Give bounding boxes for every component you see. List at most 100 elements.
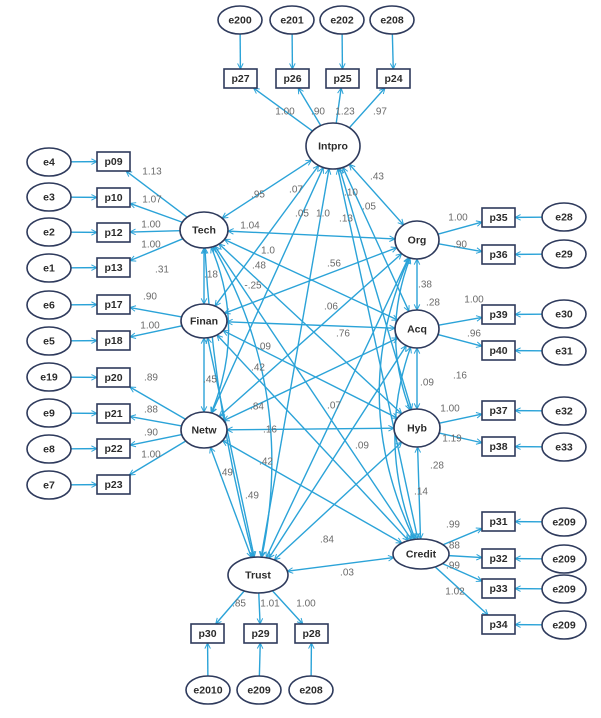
indicator-box — [96, 330, 131, 351]
error-term-p31: e209 — [541, 507, 587, 537]
loading-value-p21: .88 — [144, 405, 158, 416]
error-oval — [26, 362, 72, 392]
loading-value-p27: 1.00 — [275, 107, 295, 118]
indicator-label: p34 — [489, 619, 507, 631]
covariance-path-hyb-trust — [274, 442, 401, 560]
error-path-p29 — [259, 643, 260, 677]
loading-value-p18: 1.00 — [140, 321, 160, 332]
indicator-p26: p26 — [275, 68, 310, 89]
indicator-box — [481, 340, 516, 361]
loading-value-p28: 1.00 — [296, 599, 316, 610]
covariance-path-intpro-netw — [212, 167, 324, 413]
loading-path-trust-p29 — [259, 592, 260, 624]
latent-credit: Credit — [392, 538, 450, 570]
indicator-label: p37 — [489, 405, 507, 417]
error-oval — [26, 398, 72, 428]
indicator-box — [481, 304, 516, 325]
error-term-p20: e19 — [26, 362, 72, 392]
loading-value-p24: .97 — [373, 107, 387, 118]
loading-value-p12: 1.00 — [141, 220, 161, 231]
loading-path-credit-p33 — [442, 562, 482, 582]
error-oval — [26, 217, 72, 247]
error-oval — [541, 239, 587, 269]
loading-path-acq-p40 — [437, 333, 482, 347]
latent-oval — [227, 556, 289, 594]
covariance-value-org-credit: .16 — [453, 371, 467, 382]
error-oval — [26, 326, 72, 356]
latent-label: Acq — [407, 324, 427, 336]
error-oval — [369, 5, 415, 35]
indicator-p20: p20 — [96, 367, 131, 388]
error-oval — [26, 290, 72, 320]
covariance-path-netw-trust — [210, 447, 251, 557]
indicator-box — [96, 367, 131, 388]
error-label: e4 — [43, 157, 55, 169]
indicator-label: p33 — [489, 583, 507, 595]
loading-path-org-p36 — [438, 243, 482, 252]
indicator-label: p10 — [104, 192, 122, 204]
loading-path-intpro-p24 — [348, 88, 385, 129]
covariance-value-tech-credit: -.25 — [244, 281, 262, 292]
latent-label: Org — [408, 235, 427, 247]
covariance-path-credit-trust — [287, 558, 393, 572]
latent-label: Netw — [191, 425, 217, 437]
indicator-label: p23 — [104, 479, 122, 491]
indicator-label: p30 — [198, 628, 216, 640]
loading-value-p23: 1.00 — [141, 450, 161, 461]
loading-path-netw-p21 — [130, 417, 182, 427]
indicator-box — [275, 68, 310, 89]
loading-path-intpro-p26 — [297, 88, 322, 126]
covariance-value-finan-hyb: .09 — [257, 342, 271, 353]
error-label: e202 — [330, 15, 354, 27]
error-term-p09: e4 — [26, 147, 72, 177]
loading-value-p30: .85 — [232, 599, 246, 610]
indicator-box — [481, 244, 516, 265]
loading-path-hyb-p38 — [439, 432, 482, 443]
covariance-value-tech-org: 1.04 — [240, 221, 260, 232]
latent-oval — [393, 408, 441, 448]
error-oval — [217, 5, 263, 35]
error-oval — [541, 507, 587, 537]
indicator-box — [96, 474, 131, 495]
error-term-p27: e200 — [217, 5, 263, 35]
error-label: e209 — [552, 517, 576, 529]
latent-label: Hyb — [407, 423, 427, 435]
indicator-box — [96, 403, 131, 424]
covariance-value-tech-trust2: .49 — [245, 491, 259, 502]
indicator-label: p38 — [489, 441, 507, 453]
indicator-p39: p39 — [481, 304, 516, 325]
indicator-p30: p30 — [190, 623, 225, 644]
loading-path-org-p35 — [437, 222, 482, 235]
error-label: e6 — [43, 300, 55, 312]
covariance-value-org-hyb: .28 — [426, 298, 440, 309]
indicator-label: p21 — [104, 408, 122, 420]
indicator-p12: p12 — [96, 222, 131, 243]
covariance-value-org-acq: .38 — [418, 280, 432, 291]
covariance-value-tech-finan: .18 — [204, 270, 218, 281]
indicator-label: p18 — [104, 335, 122, 347]
loading-path-intpro-p27 — [254, 88, 313, 132]
error-label: e209 — [552, 620, 576, 632]
indicator-p10: p10 — [96, 187, 131, 208]
indicator-label: p17 — [104, 299, 122, 311]
loading-path-intpro-p25 — [335, 88, 341, 124]
indicator-p34: p34 — [481, 614, 516, 635]
error-label: e208 — [299, 685, 323, 697]
indicator-label: p12 — [104, 227, 122, 239]
error-oval — [541, 336, 587, 366]
covariance-value-intpro-tech: .95 — [251, 190, 265, 201]
error-oval — [269, 5, 315, 35]
error-oval — [541, 299, 587, 329]
covariance-path-tech-trust2 — [205, 248, 253, 557]
loading-path-credit-p31 — [442, 528, 482, 546]
error-term-p28: e208 — [288, 675, 334, 705]
error-label: e200 — [228, 15, 252, 27]
latent-netw: Netw — [180, 411, 228, 449]
error-term-p33: e209 — [541, 574, 587, 604]
indicator-p37: p37 — [481, 400, 516, 421]
latent-hyb: Hyb — [393, 408, 441, 448]
loading-value-p25: 1.23 — [335, 107, 355, 118]
indicator-box — [190, 623, 225, 644]
covariance-value-intpro-trust: 1.0 — [316, 209, 330, 220]
indicator-p40: p40 — [481, 340, 516, 361]
